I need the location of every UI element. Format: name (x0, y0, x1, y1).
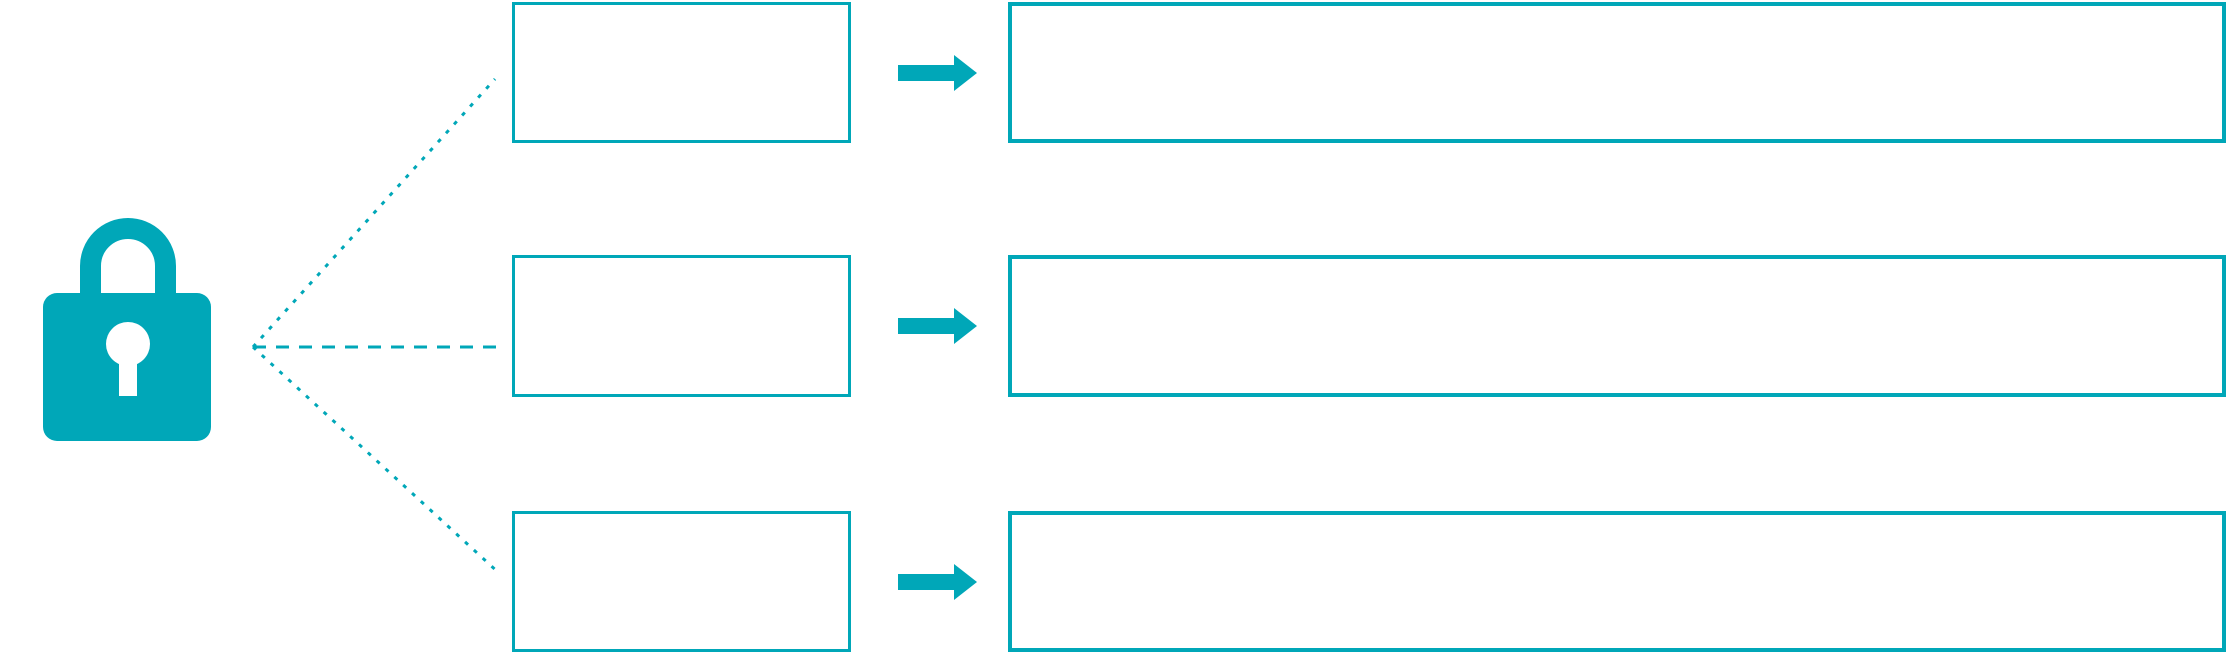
diagram-row (0, 2, 2229, 143)
arrow-right-icon (898, 308, 977, 344)
diagram-row (0, 511, 2229, 652)
arrow-right-icon (898, 563, 977, 600)
description-box (1008, 2, 2226, 143)
description-box (1008, 511, 2226, 652)
term-box (512, 2, 851, 143)
arrow-right-icon (898, 54, 977, 91)
padlock-icon (43, 218, 211, 441)
term-box (512, 511, 851, 652)
diagram-row (0, 255, 2229, 397)
term-box (512, 255, 851, 397)
description-box (1008, 255, 2226, 397)
